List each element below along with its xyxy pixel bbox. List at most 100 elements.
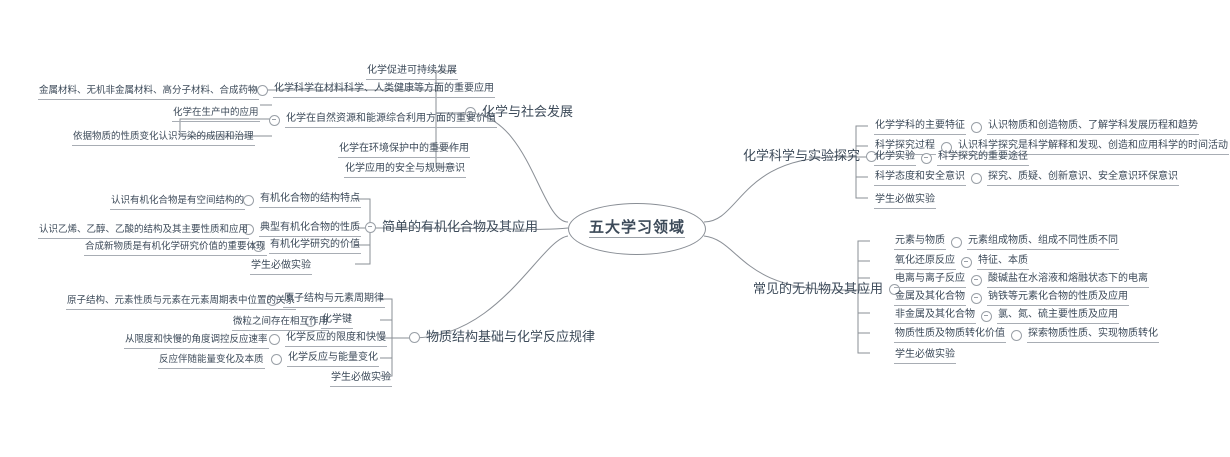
circle-icon[interactable] xyxy=(1011,329,1022,341)
structure-item-2-label: 化学反应的限度和快慢 xyxy=(285,331,387,347)
circle-icon[interactable] xyxy=(889,283,901,295)
inorganic-item-5[interactable]: 物质性质及物质转化价值 探索物质性质、实现物质转化 xyxy=(894,327,1159,343)
circle-minus-icon[interactable] xyxy=(971,274,982,286)
inquiry-item-2-label: 化学实验 xyxy=(874,150,916,166)
structure-item-1-detail-label: 微粒之间存在相互作用 xyxy=(232,315,330,331)
inquiry-item-4[interactable]: 学生必做实验 xyxy=(874,191,936,209)
structure-item-2-detail-label: 从限度和快慢的角度调控反应速率 xyxy=(124,333,269,349)
structure-item-3[interactable]: 化学反应与能量变化 xyxy=(266,351,379,367)
social-item-0-label: 化学促进可持续发展 xyxy=(366,64,458,80)
circle-minus-icon[interactable] xyxy=(365,221,376,233)
branch-structure[interactable]: 物质结构基础与化学反应规律 xyxy=(404,330,596,344)
structure-item-4[interactable]: 学生必做实验 xyxy=(330,369,392,387)
organic-item-2-detail-label: 合成新物质是有机化学研究价值的重要体现 xyxy=(84,240,267,256)
inorganic-item-3-detail-label: 钠铁等元素化合物的性质及应用 xyxy=(987,290,1129,306)
circle-icon[interactable] xyxy=(971,121,982,133)
inorganic-item-5-detail-label: 探索物质性质、实现物质转化 xyxy=(1027,327,1159,343)
inorganic-item-0-label: 元素与物质 xyxy=(894,234,946,250)
branch-inquiry[interactable]: 化学科学与实验探究 xyxy=(742,149,882,163)
social-item-1-label: 化学科学在材料科学、人类健康等方面的重要应用 xyxy=(273,82,495,98)
inquiry-item-1-label: 科学探究过程 xyxy=(874,139,936,155)
organic-item-0-detail[interactable]: 认识有机化合物是有空间结构的 xyxy=(110,192,246,210)
branch-organic[interactable]: 简单的有机化合物及其应用 xyxy=(360,220,539,234)
inorganic-item-6[interactable]: 学生必做实验 xyxy=(894,346,956,364)
social-item-0[interactable]: 化学促进可持续发展 xyxy=(366,62,458,80)
circle-icon[interactable] xyxy=(951,236,962,248)
circle-icon[interactable] xyxy=(243,194,254,206)
circle-icon[interactable] xyxy=(941,141,952,153)
structure-item-3-detail-label: 反应伴随能量变化及本质 xyxy=(158,353,265,369)
social-item-4-label: 化学应用的安全与规则意识 xyxy=(344,162,466,178)
structure-item-2-detail[interactable]: 从限度和快慢的角度调控反应速率 xyxy=(124,331,269,349)
circle-icon[interactable] xyxy=(271,353,282,365)
circle-minus-icon[interactable] xyxy=(465,106,476,118)
circle-minus-icon[interactable] xyxy=(961,256,972,268)
circle-minus-icon[interactable] xyxy=(981,310,992,322)
organic-item-0[interactable]: 有机化合物的结构特点 xyxy=(238,192,361,208)
circle-minus-icon[interactable] xyxy=(971,292,982,304)
link-center-social xyxy=(467,112,569,223)
inorganic-item-4[interactable]: 非金属及其化合物 氯、氮、硫主要性质及应用 xyxy=(894,308,1119,324)
inorganic-item-2[interactable]: 电离与离子反应 酸碱盐在水溶液和熔融状态下的电离 xyxy=(894,272,1149,288)
organic-item-1[interactable]: 典型有机化合物的性质 xyxy=(238,221,361,237)
branch-social[interactable]: 化学与社会发展 xyxy=(460,105,574,119)
circle-icon[interactable] xyxy=(305,315,316,327)
center-node-label: 五大学习领域 xyxy=(588,219,685,238)
structure-item-4-label: 学生必做实验 xyxy=(330,371,392,387)
social-item-1-detail[interactable]: 金属材料、无机非金属材料、高分子材料、合成药物 xyxy=(38,82,259,100)
circle-minus-icon[interactable] xyxy=(269,114,280,126)
organic-item-1-detail[interactable]: 认识乙烯、乙醇、乙酸的结构及其主要性质和应用 xyxy=(38,221,250,239)
structure-item-0[interactable]: 原子结构与元素周期律 xyxy=(262,292,385,308)
circle-icon[interactable] xyxy=(257,84,268,96)
circle-icon[interactable] xyxy=(971,172,982,184)
circle-icon[interactable] xyxy=(866,150,878,162)
center-node[interactable]: 五大学习领域 xyxy=(568,203,706,255)
inorganic-item-2-detail-label: 酸碱盐在水溶液和熔融状态下的电离 xyxy=(987,272,1149,288)
structure-item-2[interactable]: 化学反应的限度和快慢 xyxy=(264,331,387,347)
social-item-2-detail[interactable]: 化学在生产中的应用 xyxy=(172,104,260,122)
circle-icon[interactable] xyxy=(409,331,420,343)
inorganic-item-0[interactable]: 元素与物质 元素组成物质、组成不同性质不同 xyxy=(894,234,1119,250)
inquiry-item-3[interactable]: 科学态度和安全意识 探究、质疑、创新意识、安全意识环保意识 xyxy=(874,170,1179,186)
structure-item-0-label: 原子结构与元素周期律 xyxy=(283,292,385,308)
branch-inorganic-label: 常见的无机物及其应用 xyxy=(753,281,884,296)
structure-item-1[interactable]: 化学键 xyxy=(300,313,353,329)
branch-inorganic[interactable]: 常见的无机物及其应用 xyxy=(752,282,905,296)
organic-item-3[interactable]: 学生必做实验 xyxy=(250,257,312,275)
inorganic-item-1[interactable]: 氧化还原反应 特征、本质 xyxy=(894,254,1029,270)
social-item-2-detail-2[interactable]: 依据物质的性质变化认识污染的成因和治理 xyxy=(72,128,255,146)
organic-item-1-label: 典型有机化合物的性质 xyxy=(259,221,361,237)
structure-item-3-detail[interactable]: 反应伴随能量变化及本质 xyxy=(158,351,265,369)
branch-structure-label: 物质结构基础与化学反应规律 xyxy=(426,329,596,344)
inorganic-item-3-label: 金属及其化合物 xyxy=(894,290,966,306)
circle-icon[interactable] xyxy=(269,333,280,345)
circle-minus-icon[interactable] xyxy=(921,152,932,164)
inquiry-item-1[interactable]: 科学探究过程 认识科学探究是科学解释和发现、创造和应用科学的时间活动 xyxy=(874,139,1229,155)
inorganic-item-3[interactable]: 金属及其化合物 钠铁等元素化合物的性质及应用 xyxy=(894,290,1129,306)
inorganic-item-5-label: 物质性质及物质转化价值 xyxy=(894,327,1006,343)
social-item-1[interactable]: 化学科学在材料科学、人类健康等方面的重要应用 xyxy=(252,82,495,98)
social-item-4[interactable]: 化学应用的安全与规则意识 xyxy=(344,160,466,178)
inquiry-item-4-label: 学生必做实验 xyxy=(874,193,936,209)
link-inquiry-i4 xyxy=(855,157,868,199)
inquiry-item-0-detail-label: 认识物质和创造物质、了解学科发展历程和趋势 xyxy=(987,119,1199,135)
link-center-inquiry xyxy=(703,156,839,223)
circle-icon[interactable] xyxy=(243,223,254,235)
structure-item-0-detail-label: 原子结构、元素性质与元素在元素周期表中位置的关系 xyxy=(66,294,297,310)
circle-icon[interactable] xyxy=(267,294,278,306)
organic-item-2[interactable]: 有机化学研究的价值 xyxy=(248,238,361,254)
organic-item-0-label: 有机化合物的结构特点 xyxy=(259,192,361,208)
organic-item-2-label: 有机化学研究的价值 xyxy=(269,238,361,254)
inquiry-item-0-label: 化学学科的主要特征 xyxy=(874,119,966,135)
inquiry-item-2[interactable]: 化学实验 科学探究的重要途径 xyxy=(874,150,1029,166)
circle-minus-icon[interactable] xyxy=(253,240,264,252)
link-inorganic-i5 xyxy=(857,290,870,334)
link-inorganic-i6 xyxy=(857,290,870,354)
inquiry-item-0[interactable]: 化学学科的主要特征 认识物质和创造物质、了解学科发展历程和趋势 xyxy=(874,119,1199,135)
organic-item-2-detail[interactable]: 合成新物质是有机化学研究价值的重要体现 xyxy=(84,238,267,256)
social-item-3[interactable]: 化学在环境保护中的重要作用 xyxy=(338,140,470,158)
structure-item-1-detail[interactable]: 微粒之间存在相互作用 xyxy=(232,313,330,331)
structure-item-0-detail[interactable]: 原子结构、元素性质与元素在元素周期表中位置的关系 xyxy=(66,292,297,310)
social-item-2[interactable]: 化学在自然资源和能源综合利用方面的重要价值 xyxy=(264,112,497,128)
